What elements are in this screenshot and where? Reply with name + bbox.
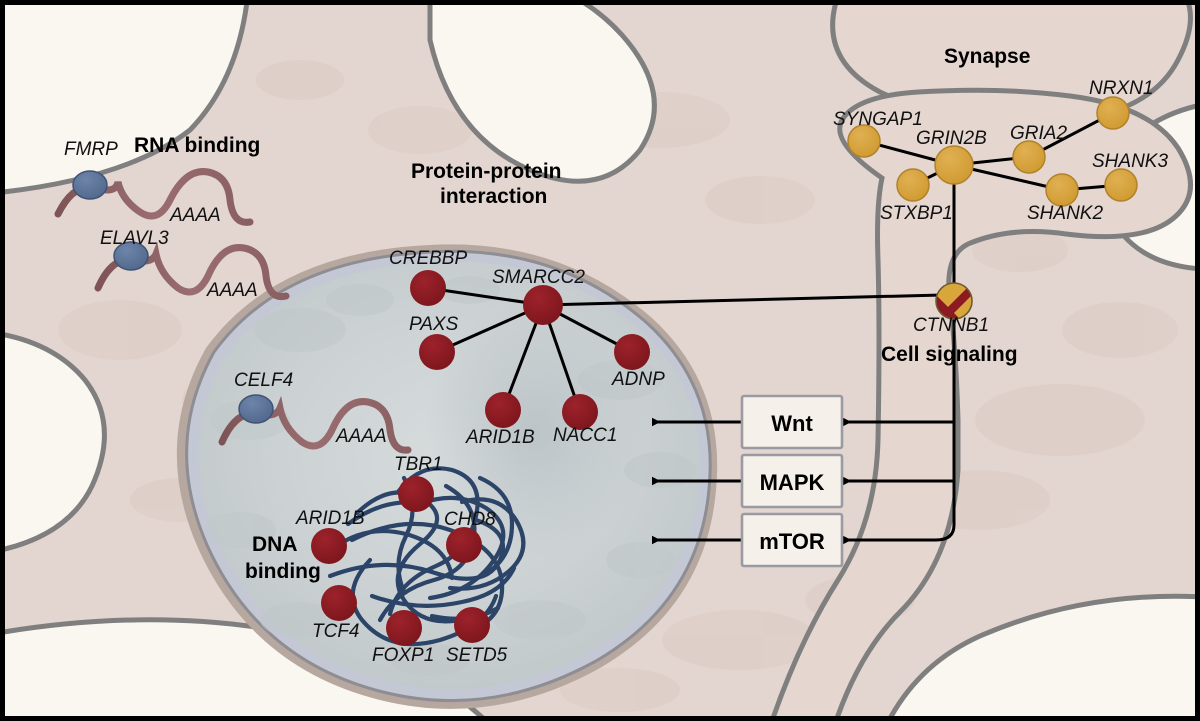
heading-dna-binding-line2: binding (245, 560, 321, 583)
nucleus-membrane (185, 249, 712, 703)
protein-node-shank3[interactable] (1104, 168, 1138, 202)
heading-dna-binding-line1: DNA (252, 533, 298, 556)
protein-node-adnp[interactable] (614, 334, 650, 370)
label-smarcc2: SMARCC2 (492, 267, 585, 288)
label-grin2b: GRIN2B (916, 128, 987, 149)
label-shank3: SHANK3 (1092, 151, 1168, 172)
label-nrxn1: NRXN1 (1089, 78, 1153, 99)
protein-node-gria2[interactable] (1012, 140, 1046, 174)
protein-node-stxbp1[interactable] (896, 168, 930, 202)
protein-node-arid1b-ppi[interactable] (485, 392, 521, 428)
label-nacc1: NACC1 (553, 425, 617, 446)
heading-synapse: Synapse (944, 45, 1030, 68)
label-shank2: SHANK2 (1027, 203, 1103, 224)
protein-node-tbr1[interactable] (398, 476, 434, 512)
label-fmrp: FMRP (64, 139, 118, 160)
ppi-nodes (410, 270, 650, 430)
celf4-group (218, 394, 412, 454)
protein-node-shank2[interactable] (1045, 173, 1079, 207)
rbp-oval-elavl3 (113, 241, 149, 271)
label-foxp1: FOXP1 (372, 645, 434, 666)
edge-smarcc2-ctnnb1 (542, 293, 943, 307)
protein-node-chd8[interactable] (446, 527, 482, 563)
label-celf4: CELF4 (234, 370, 293, 391)
protein-node-grin2b[interactable] (934, 145, 974, 185)
label-arid1b-dna: ARID1B (295, 508, 365, 529)
label-ctnnb1: CTNNB1 (913, 315, 989, 336)
dna-binding-nodes (311, 476, 490, 646)
rbp-oval-celf4 (238, 394, 274, 424)
label-gria2: GRIA2 (1010, 123, 1067, 144)
pathway-box-wnt[interactable] (740, 394, 844, 450)
label-mapk: MAPK (760, 470, 825, 495)
label-stxbp1: STXBP1 (880, 203, 953, 224)
heading-ppi-line1: Protein-protein (411, 160, 562, 183)
label-adnp: ADNP (611, 369, 665, 390)
heading-ppi-line2: interaction (440, 185, 547, 208)
protein-node-setd5[interactable] (454, 607, 490, 643)
label-celf4-tail: AAAA (335, 426, 387, 447)
label-fmrp-tail: AAAA (169, 205, 221, 226)
protein-node-crebbp[interactable] (410, 270, 446, 306)
label-elavl3-tail: AAAA (206, 280, 258, 301)
label-chd8: CHD8 (444, 509, 496, 530)
label-setd5: SETD5 (446, 645, 508, 666)
label-wnt: Wnt (771, 411, 813, 436)
neighbor-cell-top-middle (427, 4, 657, 184)
label-arid1b-ppi: ARID1B (465, 427, 535, 448)
signaling-boxes (740, 394, 844, 568)
neighbor-cell-left (4, 332, 107, 552)
label-paxs: PAXS (409, 314, 459, 335)
label-tbr1: TBR1 (394, 454, 443, 475)
label-crebbp: CREBBP (389, 248, 467, 269)
protein-node-tcf4[interactable] (321, 585, 357, 621)
rna-binding-group (54, 168, 290, 301)
pathway-box-mapk[interactable] (740, 453, 844, 509)
heading-rna-binding: RNA binding (134, 134, 260, 157)
neighbor-cell-bottom-right (888, 593, 1196, 717)
label-syngap1: SYNGAP1 (833, 109, 923, 130)
rbp-oval-fmrp (72, 170, 108, 200)
nucleolus (425, 300, 645, 560)
synapse-nodes (847, 96, 1138, 207)
label-mtor: mTOR (759, 529, 825, 554)
heading-cell-signaling: Cell signaling (881, 343, 1018, 366)
label-tcf4: TCF4 (312, 621, 360, 642)
neighbor-cell-top-left (4, 4, 250, 195)
protein-node-syngap1[interactable] (847, 124, 881, 158)
label-elavl3: ELAVL3 (100, 228, 169, 249)
protein-node-nacc1[interactable] (562, 394, 598, 430)
protein-node-paxs[interactable] (419, 334, 455, 370)
protein-node-arid1b-dna[interactable] (311, 528, 347, 564)
protein-node-foxp1[interactable] (386, 610, 422, 646)
protein-node-smarcc2[interactable] (523, 285, 563, 325)
pathway-box-mtor[interactable] (740, 512, 844, 568)
signaling-trunk (935, 312, 956, 542)
protein-node-nrxn1[interactable] (1096, 96, 1130, 130)
